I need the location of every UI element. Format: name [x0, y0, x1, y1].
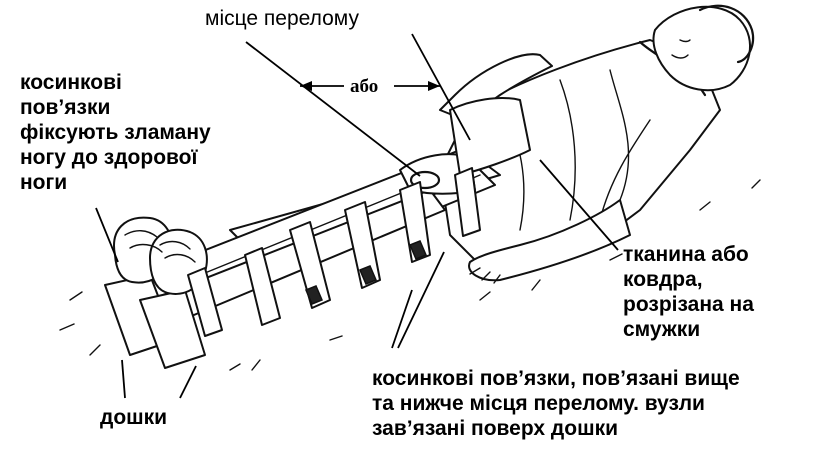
label-cravats-fix-legs-line-3: фіксують зламану: [20, 121, 211, 144]
cravat-bandages: [187, 167, 481, 337]
leader-cravats-feet: [95, 207, 119, 263]
label-cloth-line-3: розрізана на: [623, 293, 754, 316]
label-cravats-tied-line-3: зав’язані поверх дошки: [372, 417, 619, 440]
leader-cloth: [539, 159, 619, 251]
leader-board-2: [179, 365, 197, 399]
label-cravats-fix-legs-line-4: ногу до здорової: [20, 146, 198, 169]
label-cloth-line-4: смужки: [623, 318, 701, 341]
label-cravats-fix-legs: косинкові пов’язки фіксують зламану ногу…: [20, 70, 211, 195]
leader-cravat-2: [397, 251, 445, 349]
label-cloth-line-2: ковдра,: [623, 268, 703, 291]
label-cravats-fix-legs-line-5: ноги: [20, 171, 68, 194]
arrowhead-or-left: [300, 81, 312, 91]
leader-lines: [95, 33, 619, 399]
arrowhead-or-right: [428, 81, 440, 91]
label-or: або: [350, 76, 379, 97]
ground-hatching: [59, 179, 761, 371]
label-cravats-fix-legs-line-1: косинкові: [20, 71, 122, 94]
label-cravats-tied-line-2: та нижче місця перелому. вузли: [372, 392, 705, 415]
leader-cravat-1: [391, 289, 413, 349]
label-cravats-tied: косинкові пов’язки, пов’язані вище та ни…: [372, 366, 740, 441]
label-cloth: тканина або ковдра, розрізана на смужки: [623, 242, 754, 342]
label-fracture-site: місце перелому: [205, 7, 359, 30]
leader-fracture: [245, 41, 421, 177]
casualty-body: [439, 4, 755, 284]
label-cravats-fix-legs-line-2: пов’язки: [20, 96, 111, 119]
label-boards: дошки: [100, 406, 168, 429]
label-cloth-line-1: тканина або: [623, 243, 749, 266]
leader-fracture-alt: [411, 33, 471, 141]
label-cravats-tied-line-1: косинкові пов’язки, пов’язані вище: [372, 367, 740, 390]
leader-board-1: [121, 359, 126, 399]
